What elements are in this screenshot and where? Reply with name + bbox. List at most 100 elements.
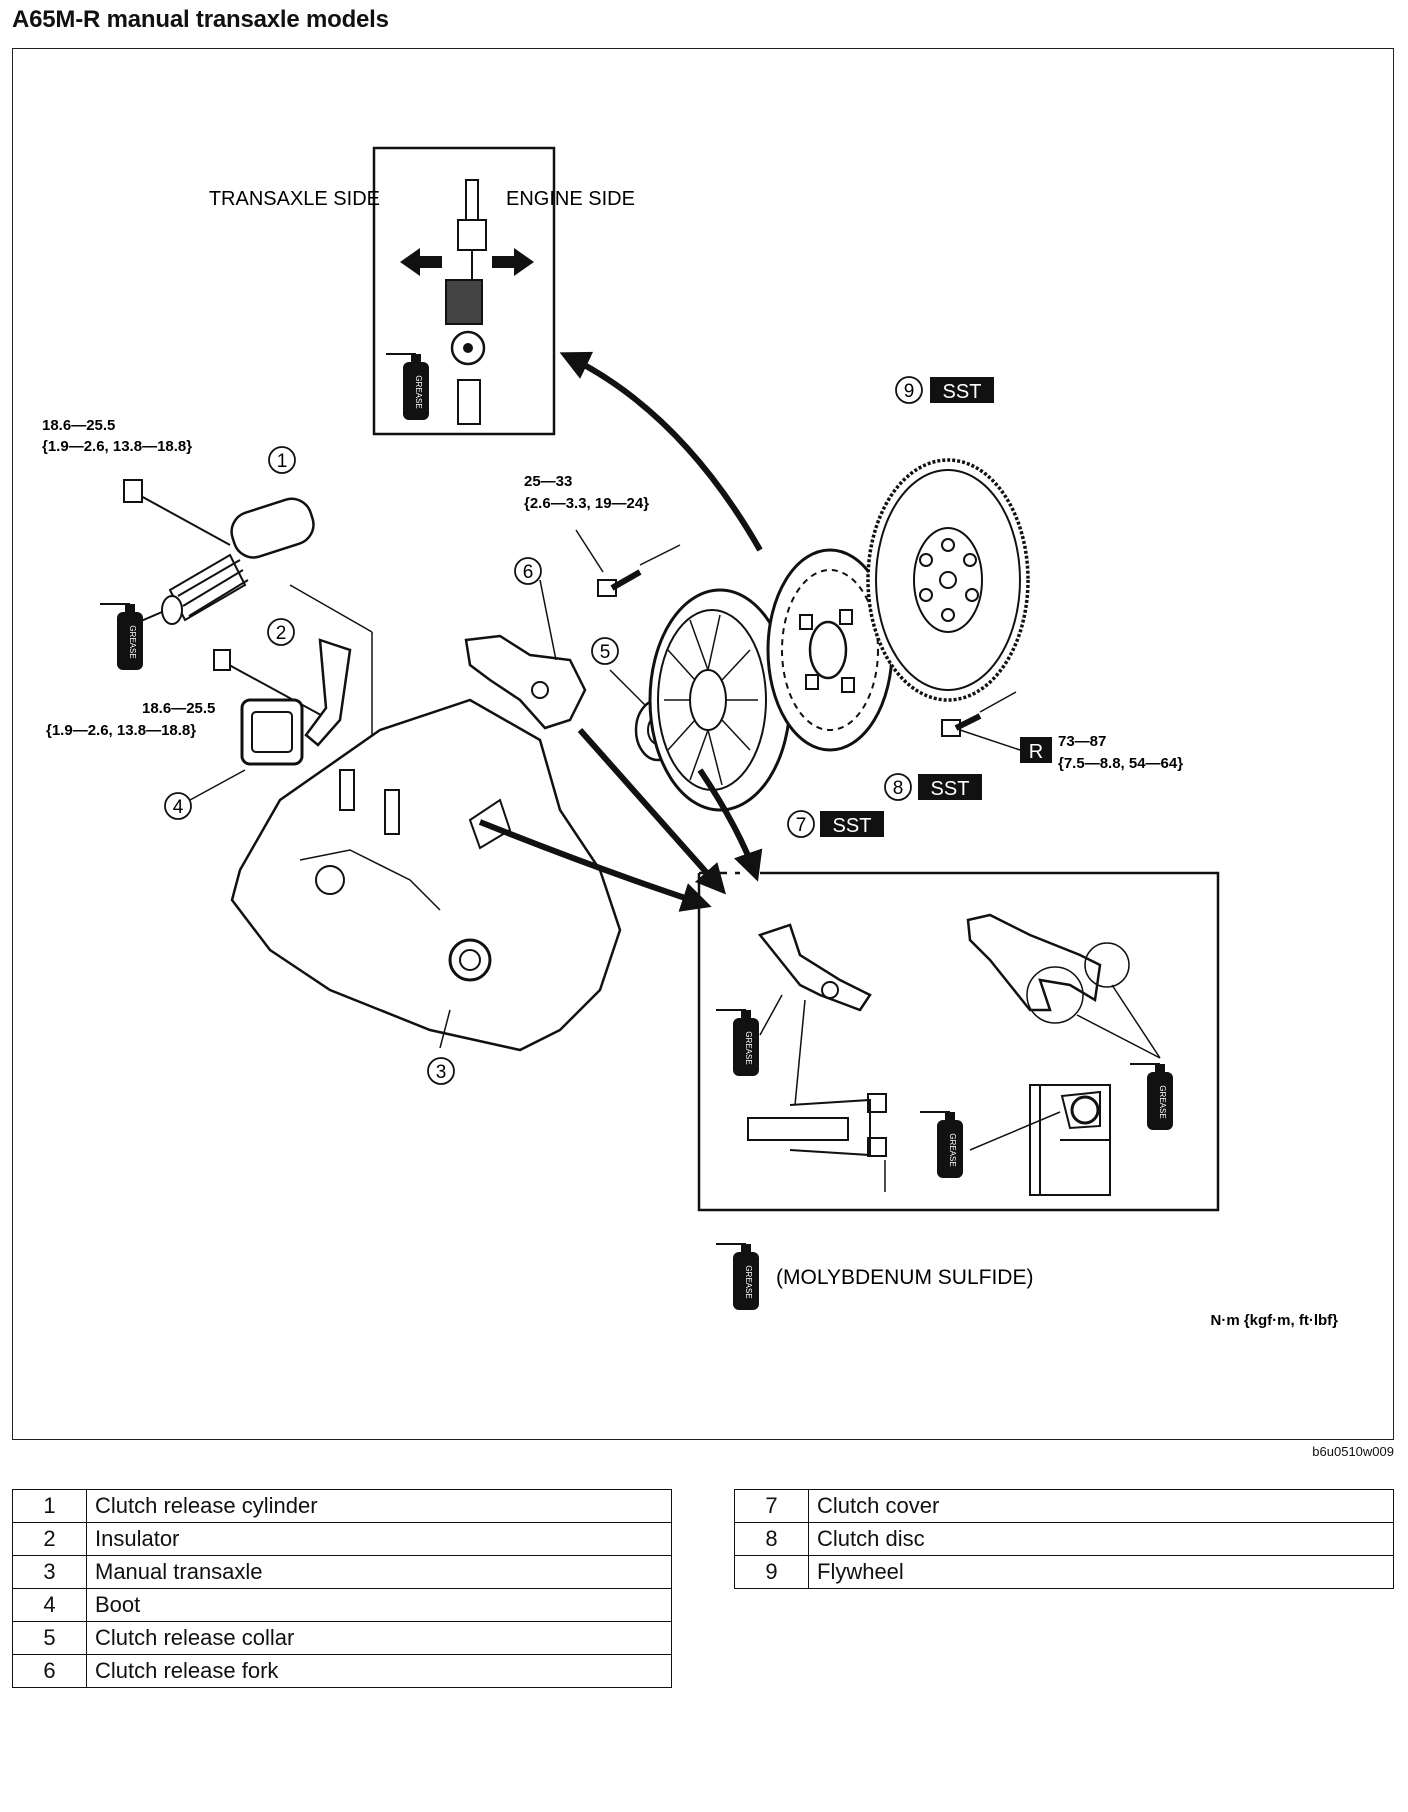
callout-4: 4: [164, 792, 192, 820]
svg-text:GREASE: GREASE: [744, 1031, 753, 1064]
torque-insulator-bolt: 18.6—25.5: [142, 700, 215, 717]
transaxle-side-label: TRANSAXLE SIDE: [209, 188, 380, 210]
callout-7: 7: [787, 810, 815, 838]
torque-flywheel-bolt: 73—87: [1058, 733, 1106, 750]
torque-cover-bolt: 25—33: [524, 473, 572, 490]
callout-8: 8: [884, 773, 912, 801]
part-number: 9: [734, 1555, 809, 1589]
part-name: Insulator: [86, 1522, 672, 1556]
svg-text:6: 6: [523, 562, 534, 583]
part-name: Clutch disc: [808, 1522, 1394, 1556]
engine-side-label: ENGINE SIDE: [506, 188, 635, 210]
arrow-collar-to-inset: [697, 768, 763, 882]
part-name: Manual transaxle: [86, 1555, 672, 1589]
inset-grease-points: GREASE GREASE GREASE: [697, 871, 1220, 1212]
diagram-frame: [12, 48, 1394, 1440]
molybdenum-label: (MOLYBDENUM SULFIDE): [776, 1266, 1033, 1289]
part-number: 8: [734, 1522, 809, 1556]
sst-badge-7: SST: [820, 811, 884, 837]
callout-1: 1: [268, 446, 296, 474]
callout-6: 6: [514, 557, 542, 585]
inset-release-fork-direction: TRANSAXLE SIDE ENGINE SIDE GREASE: [209, 146, 635, 436]
svg-text:R: R: [1029, 741, 1043, 763]
part-number: 5: [12, 1621, 87, 1655]
grease-can-icon: GREASE: [99, 603, 144, 671]
svg-text:8: 8: [893, 778, 904, 799]
callout-9: 9: [895, 376, 923, 404]
part-name: Boot: [86, 1588, 672, 1622]
torque-cylinder-bolt-detail: {1.9—2.6, 13.8—18.8}: [42, 438, 192, 455]
sst-badge-8: SST: [918, 774, 982, 800]
part-number: 1: [12, 1489, 87, 1523]
boot: [189, 698, 304, 801]
grease-can-icon: GREASE: [1129, 1063, 1174, 1131]
svg-text:GREASE: GREASE: [128, 625, 137, 658]
part-number: 2: [12, 1522, 87, 1556]
r-badge: R: [1020, 737, 1052, 763]
part-name: Clutch release cylinder: [86, 1489, 672, 1523]
arrow-transaxle-to-inset: [478, 819, 712, 912]
insulator: [213, 638, 352, 747]
svg-text:GREASE: GREASE: [414, 375, 423, 408]
svg-text:4: 4: [173, 797, 184, 818]
part-name: Clutch cover: [808, 1489, 1394, 1523]
svg-text:SST: SST: [931, 778, 970, 800]
part-number: 6: [12, 1654, 87, 1688]
callout-3: 3: [427, 1057, 455, 1085]
grease-can-icon: GREASE: [715, 1243, 760, 1311]
part-name: Clutch release collar: [86, 1621, 672, 1655]
clutch-release-cylinder: [119, 479, 373, 740]
torque-flywheel-bolt-detail: {7.5—8.8, 54—64}: [1058, 755, 1183, 772]
flywheel: [866, 458, 1030, 702]
molybdenum-note: GREASE (MOLYBDENUM SULFIDE): [715, 1243, 1033, 1311]
torque-cover-bolt-detail: {2.6—3.3, 19—24}: [524, 495, 649, 512]
grease-can-icon: GREASE: [715, 1009, 760, 1077]
part-number: 7: [734, 1489, 809, 1523]
inset-pointer-arrow: [559, 351, 763, 552]
part-number: 3: [12, 1555, 87, 1589]
callout-2: 2: [267, 618, 295, 646]
arrow-left-icon: [400, 248, 442, 276]
part-name: Flywheel: [808, 1555, 1394, 1589]
units-label: N·m {kgf·m, ft·lbf}: [1211, 1312, 1339, 1329]
svg-text:SST: SST: [833, 815, 872, 837]
torque-insulator-bolt-detail: {1.9—2.6, 13.8—18.8}: [46, 722, 196, 739]
clutch-cover-bolt: [575, 529, 681, 597]
part-name: Clutch release fork: [86, 1654, 672, 1688]
arrow-right-icon: [492, 248, 534, 276]
part-number: 4: [12, 1588, 87, 1622]
clutch-cover: [648, 588, 792, 812]
svg-text:GREASE: GREASE: [948, 1133, 957, 1166]
svg-text:3: 3: [436, 1062, 447, 1083]
page-title: A65M-R manual transaxle models: [12, 6, 389, 33]
svg-text:7: 7: [796, 815, 807, 836]
svg-text:GREASE: GREASE: [1158, 1085, 1167, 1118]
exploded-diagram: TRANSAXLE SIDE ENGINE SIDE GREASE 18.6—2…: [42, 146, 1339, 1329]
svg-text:2: 2: [276, 623, 287, 644]
svg-text:5: 5: [600, 642, 611, 663]
clutch-release-fork: [464, 579, 587, 730]
svg-text:9: 9: [904, 381, 915, 402]
grease-can-icon: GREASE: [385, 353, 430, 421]
torque-cylinder-bolt: 18.6—25.5: [42, 417, 115, 434]
grease-can-icon: GREASE: [919, 1111, 964, 1179]
callout-5: 5: [591, 637, 619, 665]
clutch-disc: [766, 548, 894, 752]
svg-text:GREASE: GREASE: [744, 1265, 753, 1298]
figure-code: b6u0510w009: [1312, 1444, 1394, 1459]
flywheel-bolt: [941, 691, 1021, 751]
svg-text:SST: SST: [943, 381, 982, 403]
svg-text:1: 1: [277, 451, 288, 472]
sst-badge-9: SST: [930, 377, 994, 403]
